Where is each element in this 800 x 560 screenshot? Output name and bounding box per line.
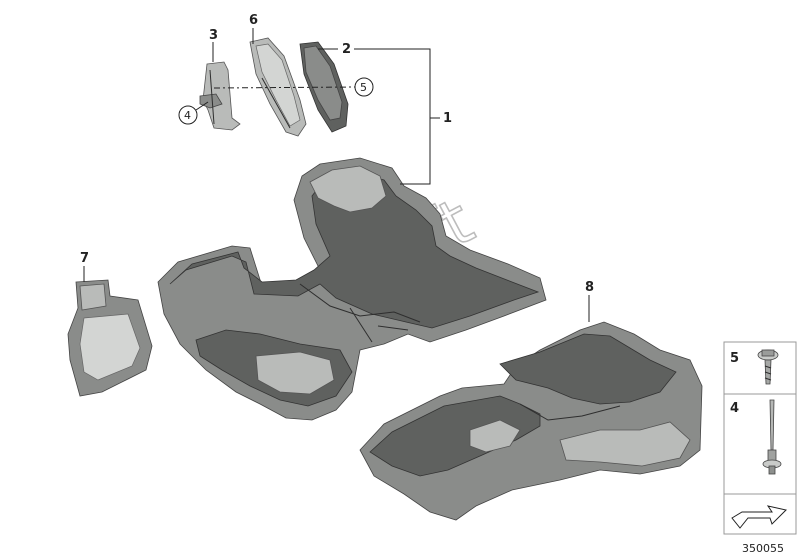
leader-4 <box>195 101 209 111</box>
callout-8: 8 <box>585 280 594 295</box>
diagram-code: 350055 <box>742 542 784 555</box>
callout-7: 7 <box>80 251 89 266</box>
dash-line-5 <box>213 86 356 89</box>
direction-arrow-icon[interactable] <box>731 505 787 529</box>
part-7-side-mat[interactable] <box>67 279 153 397</box>
part-6-side-trim[interactable] <box>249 37 307 137</box>
rivet-icon <box>762 399 782 475</box>
callout-1: 1 <box>443 111 452 126</box>
callout-3: 3 <box>209 28 218 43</box>
callout-5: 5 <box>360 81 367 94</box>
callout-2: 2 <box>342 42 351 57</box>
screw-icon <box>757 349 779 385</box>
leader-bracket-2 <box>354 48 431 185</box>
legend-label-4: 4 <box>730 401 739 416</box>
hardware-legend: 5 4 <box>723 341 797 535</box>
part-1-front-floor-carpet[interactable] <box>157 157 547 421</box>
legend-label-5: 5 <box>730 351 739 366</box>
part-8-rear-floor-carpet[interactable] <box>359 321 703 521</box>
callout-4: 4 <box>184 109 191 122</box>
callout-4-circle <box>178 105 198 125</box>
callout-6: 6 <box>249 13 258 28</box>
part-3-bracket[interactable] <box>199 61 241 131</box>
